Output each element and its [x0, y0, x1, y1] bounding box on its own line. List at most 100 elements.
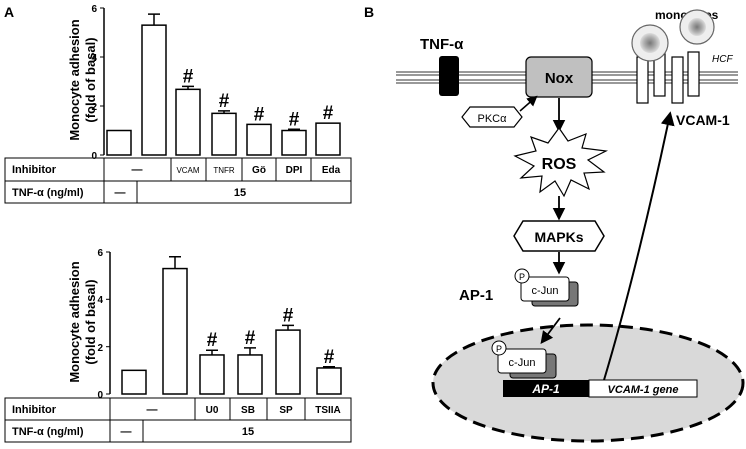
tnf-receptor	[439, 56, 459, 96]
chart2-error-bar-4	[282, 324, 294, 331]
chart1-error-bar-3	[218, 110, 230, 114]
chart1-ytick-2: 2	[91, 102, 97, 113]
chart1-significance-mark-3: #	[219, 91, 230, 112]
chart1-ytick-0: 0	[91, 151, 97, 162]
monocyte-cell-1	[631, 24, 669, 62]
chart1-bar-4	[246, 123, 272, 156]
chart2-error-bar-1	[169, 255, 181, 269]
chart2-inhibitor-tsiia: TSIIA	[315, 405, 341, 416]
mapks-label: MAPKs	[534, 229, 583, 245]
chart2-ylabel-line1: Monocyte adhesion	[67, 261, 82, 382]
chart-2: Monocyte adhesion (fold of basal) 0 2 4 …	[4, 248, 352, 443]
chart1-ylabel-line2: (fold of basal)	[83, 37, 98, 122]
chart2-row1-label: Inhibitor	[12, 404, 57, 416]
chart2-inhibitor-sb: SB	[241, 405, 255, 416]
chart2-inhibitor-none: —	[147, 404, 158, 416]
vcam-gene-label: VCAM-1 gene	[608, 384, 679, 396]
chart1-inhibitor-go: Gö	[252, 165, 266, 176]
ap1-translocation-arrow	[540, 317, 561, 345]
chart2-inhibitor-sp: SP	[279, 405, 293, 416]
chart1-inhibitor-vcam: VCAM	[176, 166, 199, 175]
chart2-significance-mark-2: #	[207, 330, 218, 351]
chart1-inhibitor-eda: Eda	[322, 165, 341, 176]
chart2-tnf-none: —	[121, 426, 132, 438]
chart2-yaxis	[106, 251, 111, 395]
chart1-bar-5	[281, 129, 307, 156]
chart1-significance-mark-6: #	[323, 103, 334, 124]
chart1-tnf-none: —	[115, 187, 126, 199]
chart1-bar-6	[315, 122, 341, 156]
chart1-inhibitor-dpi: DPI	[286, 165, 303, 176]
chart1-yaxis	[100, 7, 105, 156]
ros-burst	[513, 126, 609, 198]
chart1-bars: #####	[106, 13, 341, 156]
chart1-row2-label: TNF-α (ng/ml)	[12, 187, 84, 199]
tnf-alpha-label: TNF-α	[420, 36, 464, 53]
chart2-ylabel-line2: (fold of basal)	[83, 279, 98, 364]
chart1-row1-label: Inhibitor	[12, 164, 57, 176]
chart2-inhibitor-u0: U0	[206, 405, 219, 416]
chart2-ytick-4: 4	[97, 295, 103, 306]
chart1-inhibitor-tnfr: TNFR	[213, 166, 235, 175]
pathway-diagram: TNF-α Nox PKCα ROS MAPKs AP-1 c-Jun P c-…	[396, 8, 745, 443]
chart2-ytick-2: 2	[97, 343, 103, 354]
nox-label: Nox	[545, 70, 574, 87]
cjun-box	[520, 276, 570, 302]
ros-label: ROS	[542, 156, 577, 173]
chart1-table	[4, 157, 352, 204]
phospho-icon	[514, 268, 530, 284]
chart1-bar-0	[106, 129, 132, 156]
chart2-row2-label: TNF-α (ng/ml)	[12, 426, 84, 438]
nuclear-cjun-label: c-Jun	[509, 357, 536, 369]
chart2-ytick-6: 6	[97, 248, 103, 259]
chart2-error-bar-5	[323, 366, 335, 368]
chart1-significance-mark-4: #	[254, 104, 265, 125]
panel-b-label: B	[364, 4, 374, 20]
chart2-error-bar-2	[206, 349, 218, 355]
chart1-error-bar-1	[148, 13, 160, 26]
chart2-ytick-0: 0	[97, 390, 103, 401]
chart2-bar-5	[316, 367, 342, 395]
chart1-inhibitor-none: —	[132, 164, 143, 176]
chart1-error-bar-5	[288, 128, 300, 131]
chart1-significance-mark-2: #	[183, 66, 194, 87]
ap1-label: AP-1	[459, 287, 493, 304]
ap1-site-label: AP-1	[531, 382, 560, 396]
chart2-bars: ####	[121, 255, 342, 395]
chart1-ylabel-line1: Monocyte adhesion	[67, 19, 82, 140]
vcam-gene-box	[588, 379, 698, 398]
chart2-bar-0	[121, 369, 147, 395]
panel-a-label: A	[4, 4, 14, 20]
pkc-label: PKCα	[478, 113, 508, 125]
chart2-tnf-15: 15	[242, 426, 254, 438]
chart1-tnf-15: 15	[234, 187, 246, 199]
chart2-bar-3	[237, 354, 263, 395]
vcam1-receptors	[636, 51, 700, 104]
nox-box	[525, 56, 593, 98]
mapks-box	[513, 220, 605, 252]
pkc-box	[461, 106, 523, 128]
chart-1: Monocyte adhesion (fold of basal) 0 2 4 …	[4, 4, 352, 204]
cjun-label: c-Jun	[532, 285, 559, 297]
monocyte-cell-2	[679, 9, 715, 45]
phospho-label: P	[519, 272, 525, 282]
pkc-to-nox-arrow	[519, 95, 538, 112]
chart1-error-bar-2	[182, 85, 194, 90]
chart2-table	[4, 397, 352, 443]
chart1-ytick-6: 6	[91, 4, 97, 15]
vcam1-label: VCAM-1	[676, 112, 730, 128]
expression-arrow	[603, 111, 675, 381]
chart1-bar-1	[141, 24, 167, 156]
chart1-bar-2	[175, 88, 201, 156]
nuclear-cjun-box	[497, 348, 547, 374]
chart2-error-bar-3	[244, 347, 256, 355]
hcf-label: HCF	[712, 54, 733, 65]
chart2-significance-mark-5: #	[324, 347, 335, 368]
chart2-significance-mark-4: #	[283, 305, 294, 326]
chart1-bar-3	[211, 112, 237, 156]
ap1-site-box	[503, 380, 589, 397]
chart2-bar-4	[275, 329, 301, 395]
nuclear-phospho-icon	[491, 340, 507, 356]
chart2-bar-2	[199, 354, 225, 395]
